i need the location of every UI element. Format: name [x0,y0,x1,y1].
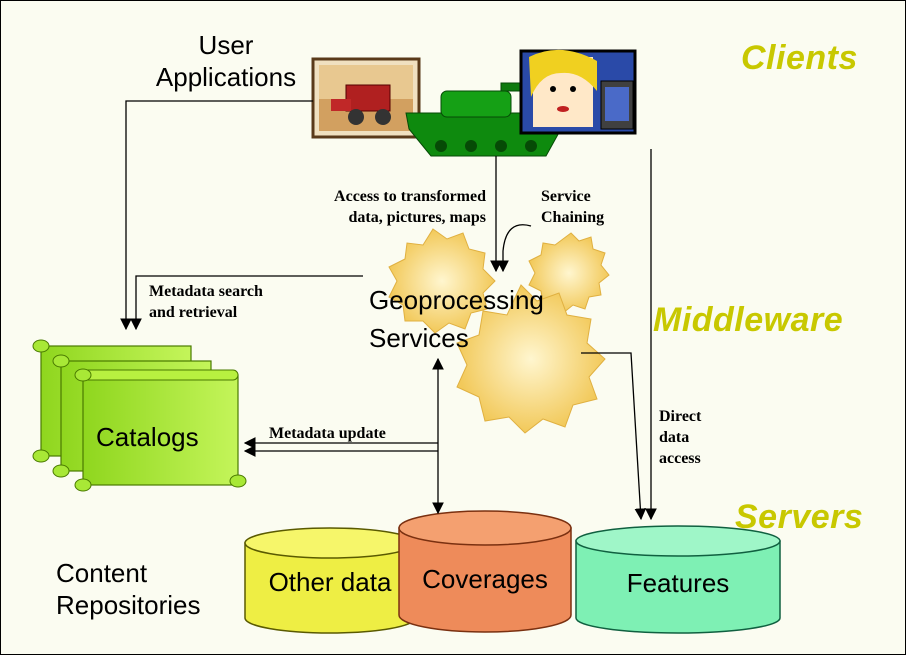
direct-access-annotation: Direct data access [659,406,701,469]
service-chaining-line-1: Service [541,188,591,205]
tier-label-middleware: Middleware [653,301,844,339]
metadata-update-annotation: Metadata update [269,425,386,442]
geoprocessing-line-1: Geoprocessing [369,285,544,315]
user-applications-line-1: User [198,30,254,60]
gear-icon-small [528,232,610,314]
catalog-scroll-front [74,368,247,492]
metadata-search-annotation: Metadata search and retrieval [149,281,263,323]
other-data-cylinder [244,527,416,634]
geoprocessing-line-2: Services [369,323,469,353]
access-transformed-line-2: data, pictures, maps [348,209,487,226]
connector-lines [120,100,657,521]
direct-access-line-1: Direct [659,408,702,425]
content-repositories-label: Content Repositories [56,557,201,621]
catalogs-label: Catalogs [96,422,199,452]
access-transformed-annotation: Access to transformed data, pictures, ma… [288,186,486,228]
content-repositories-line-2: Repositories [56,590,201,620]
other-data-label: Other data [268,567,392,597]
direct-access-line-3: access [659,450,701,467]
service-chaining-line-2: Chaining [541,209,605,226]
gear-icon-large [456,284,606,434]
woman-at-computer-picture [519,49,637,135]
geoprocessing-services-label: Geoprocessing Services [369,281,544,357]
features-label: Features [626,568,730,598]
content-repositories-line-1: Content [56,558,148,588]
metadata-search-line-1: Metadata search [149,283,263,300]
gear-icon-left [388,228,496,334]
tier-label-clients: Clients [741,39,858,77]
service-chaining-annotation: Service Chaining [541,186,604,228]
access-transformed-line-1: Access to transformed [334,188,486,205]
tier-label-servers: Servers [735,498,864,536]
coverages-label: Coverages [422,564,548,594]
user-applications-line-2: Applications [155,62,297,92]
direct-access-line-2: data [659,429,690,446]
coverages-cylinder [398,510,572,633]
metadata-search-line-2: and retrieval [149,304,238,321]
user-applications-label: User Applications [141,29,311,93]
features-cylinder [575,525,781,634]
harvester-picture [311,57,421,139]
